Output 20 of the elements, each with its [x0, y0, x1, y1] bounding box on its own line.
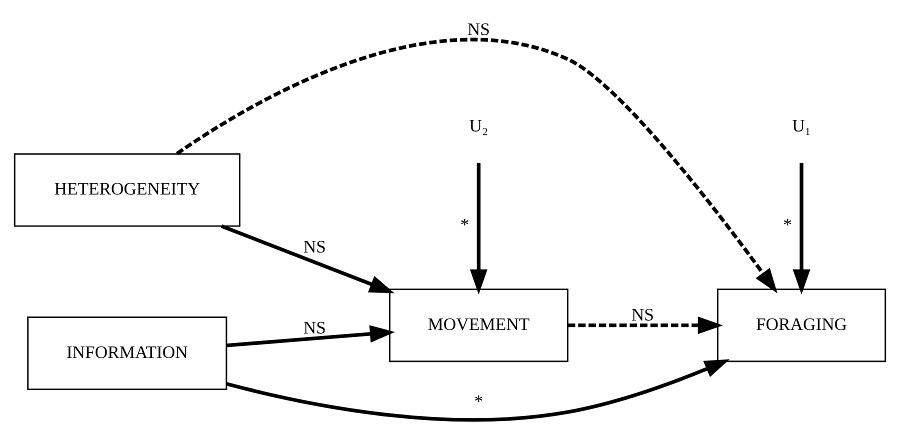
node-box: MOVEMENT: [388, 288, 568, 362]
edge-label: *: [783, 214, 792, 235]
arrow: [470, 162, 488, 294]
node-box: INFORMATION: [27, 316, 228, 390]
edge-label: *: [460, 214, 470, 235]
edge-label: NS: [303, 318, 326, 338]
arrow: [226, 359, 730, 422]
edge-label: *: [474, 391, 484, 412]
arrow: [220, 224, 394, 294]
arrow: [226, 325, 395, 348]
arrow: [792, 162, 810, 294]
node-text: U₂: [469, 115, 488, 136]
arrow: [568, 316, 723, 334]
node-text: U₁: [792, 115, 811, 136]
edge-label: NS: [467, 19, 490, 40]
edge-label: NS: [631, 304, 654, 324]
node-box: FORAGING: [716, 288, 886, 362]
edge-label: NS: [303, 236, 326, 257]
node-box: HETEROGENEITY: [14, 153, 240, 227]
arrow: [176, 38, 778, 294]
